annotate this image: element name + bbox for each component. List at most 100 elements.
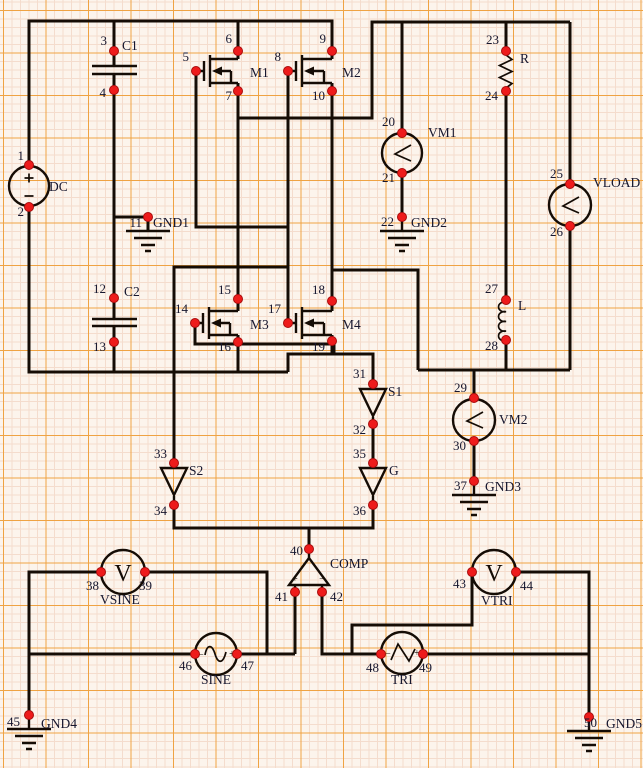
label-tri: TRI <box>391 672 413 687</box>
node-dot-26[interactable] <box>565 221 575 231</box>
voltmeter-vm2[interactable] <box>451 397 497 443</box>
node-dot-12[interactable] <box>109 293 119 303</box>
node-label-1: 1 <box>18 148 25 163</box>
node-dot-14[interactable] <box>190 318 200 328</box>
node-dot-40[interactable] <box>304 544 314 554</box>
mosfet-m2[interactable] <box>288 55 332 87</box>
node-dot-23[interactable] <box>501 46 511 56</box>
node-dot-28[interactable] <box>501 335 511 345</box>
comp-minus-mark: − <box>319 574 325 585</box>
dc-source[interactable] <box>7 164 51 208</box>
node-dot-38[interactable] <box>96 567 106 577</box>
resistor-r[interactable] <box>497 54 514 89</box>
ground-gnd5[interactable] <box>567 717 611 753</box>
node-dot-11[interactable] <box>143 212 153 222</box>
mosfet-m4[interactable] <box>288 307 332 339</box>
node-dot-25[interactable] <box>565 179 575 189</box>
node-dot-16[interactable] <box>233 337 243 347</box>
gate-block-s1[interactable] <box>358 384 388 424</box>
wire-gnd4-column[interactable] <box>27 570 101 715</box>
node-label-3: 3 <box>101 33 108 48</box>
not-block-g[interactable] <box>358 463 388 505</box>
label-gnd1: GND1 <box>153 215 189 230</box>
node-dot-3[interactable] <box>109 46 119 56</box>
wire-vsine-right[interactable] <box>145 570 269 654</box>
node-label-24: 24 <box>485 88 499 103</box>
ground-gnd1[interactable] <box>126 229 170 253</box>
node-dot-19[interactable] <box>327 336 337 346</box>
node-dot-17[interactable] <box>283 318 293 328</box>
label-gnd4: GND4 <box>41 716 77 731</box>
node-dot-35[interactable] <box>368 458 378 468</box>
node-dot-2[interactable] <box>24 202 34 212</box>
node-dot-8[interactable] <box>283 66 293 76</box>
wire-m1-gate-route[interactable] <box>194 71 288 229</box>
ground-gnd4[interactable] <box>7 715 51 751</box>
node-dot-37[interactable] <box>469 476 479 486</box>
wire-s2-to-comp[interactable] <box>172 505 375 530</box>
voltmeter-vtri[interactable]: V <box>470 548 518 596</box>
voltmeter-vload[interactable] <box>547 182 593 228</box>
wire-low-bundle[interactable] <box>286 352 375 384</box>
node-dot-22[interactable] <box>397 212 407 222</box>
node-dot-10[interactable] <box>327 86 337 96</box>
node-dot-5[interactable] <box>191 66 201 76</box>
node-dot-9[interactable] <box>327 46 337 56</box>
node-dot-21[interactable] <box>397 168 407 178</box>
node-dot-44[interactable] <box>511 567 521 577</box>
node-dot-47[interactable] <box>232 649 242 659</box>
node-dot-27[interactable] <box>501 295 511 305</box>
wire-dc-positive-rail[interactable] <box>27 19 334 165</box>
node-dot-30[interactable] <box>469 436 479 446</box>
wire-dc-negative-rail[interactable] <box>27 207 288 374</box>
node-dot-43[interactable] <box>467 567 477 577</box>
node-dot-4[interactable] <box>109 85 119 95</box>
node-dot-34[interactable] <box>169 500 179 510</box>
node-dot-33[interactable] <box>169 458 179 468</box>
mosfet-m1[interactable] <box>196 55 238 87</box>
label-sine: SINE <box>201 672 231 687</box>
node-dot-6[interactable] <box>233 46 243 56</box>
node-dot-7[interactable] <box>233 86 243 96</box>
wire-vtri-left-route[interactable] <box>350 572 474 654</box>
node-dot-48[interactable] <box>376 649 386 659</box>
node-dot-20[interactable] <box>397 128 407 138</box>
node-dot-15[interactable] <box>233 294 243 304</box>
wire-load-top-rail[interactable] <box>238 20 570 120</box>
node-dot-1[interactable] <box>24 160 34 170</box>
inductor-l[interactable] <box>497 301 507 342</box>
wire-comp-minus-to-tri[interactable] <box>320 592 381 656</box>
ground-gnd3[interactable] <box>452 481 496 517</box>
capacitor-c2[interactable] <box>92 317 137 328</box>
wire-m3-gate-route[interactable] <box>193 323 336 354</box>
node-dot-36[interactable] <box>368 500 378 510</box>
wire-s2-route[interactable] <box>172 265 288 463</box>
node-label-18: 18 <box>312 282 325 297</box>
node-label-5: 5 <box>183 49 190 64</box>
node-dot-32[interactable] <box>368 419 378 429</box>
node-dot-45[interactable] <box>24 710 34 720</box>
voltmeter-vm1[interactable] <box>380 131 424 175</box>
wire-vtri-right[interactable] <box>516 570 591 717</box>
node-dot-46[interactable] <box>190 649 200 659</box>
tri-source[interactable]: − + <box>379 630 425 676</box>
node-dot-42[interactable] <box>317 587 327 597</box>
node-dot-29[interactable] <box>469 393 479 403</box>
node-label-36: 36 <box>353 503 367 518</box>
node-dot-50[interactable] <box>584 712 594 722</box>
node-label-13: 13 <box>93 339 106 354</box>
sine-source[interactable]: − + <box>193 631 239 677</box>
node-dot-18[interactable] <box>327 296 337 306</box>
node-dot-49[interactable] <box>418 649 428 659</box>
node-dot-39[interactable] <box>140 567 150 577</box>
node-dot-24[interactable] <box>501 86 511 96</box>
wire-right-midpoint-link[interactable] <box>332 268 420 370</box>
node-dot-41[interactable] <box>290 587 300 597</box>
gate-block-s2[interactable] <box>159 463 189 505</box>
node-dot-31[interactable] <box>368 379 378 389</box>
mosfet-m3[interactable] <box>195 307 238 339</box>
ground-gnd2[interactable] <box>380 217 424 253</box>
capacitor-c1[interactable] <box>92 64 137 76</box>
node-label-50: 50 <box>584 715 597 730</box>
node-dot-13[interactable] <box>109 337 119 347</box>
